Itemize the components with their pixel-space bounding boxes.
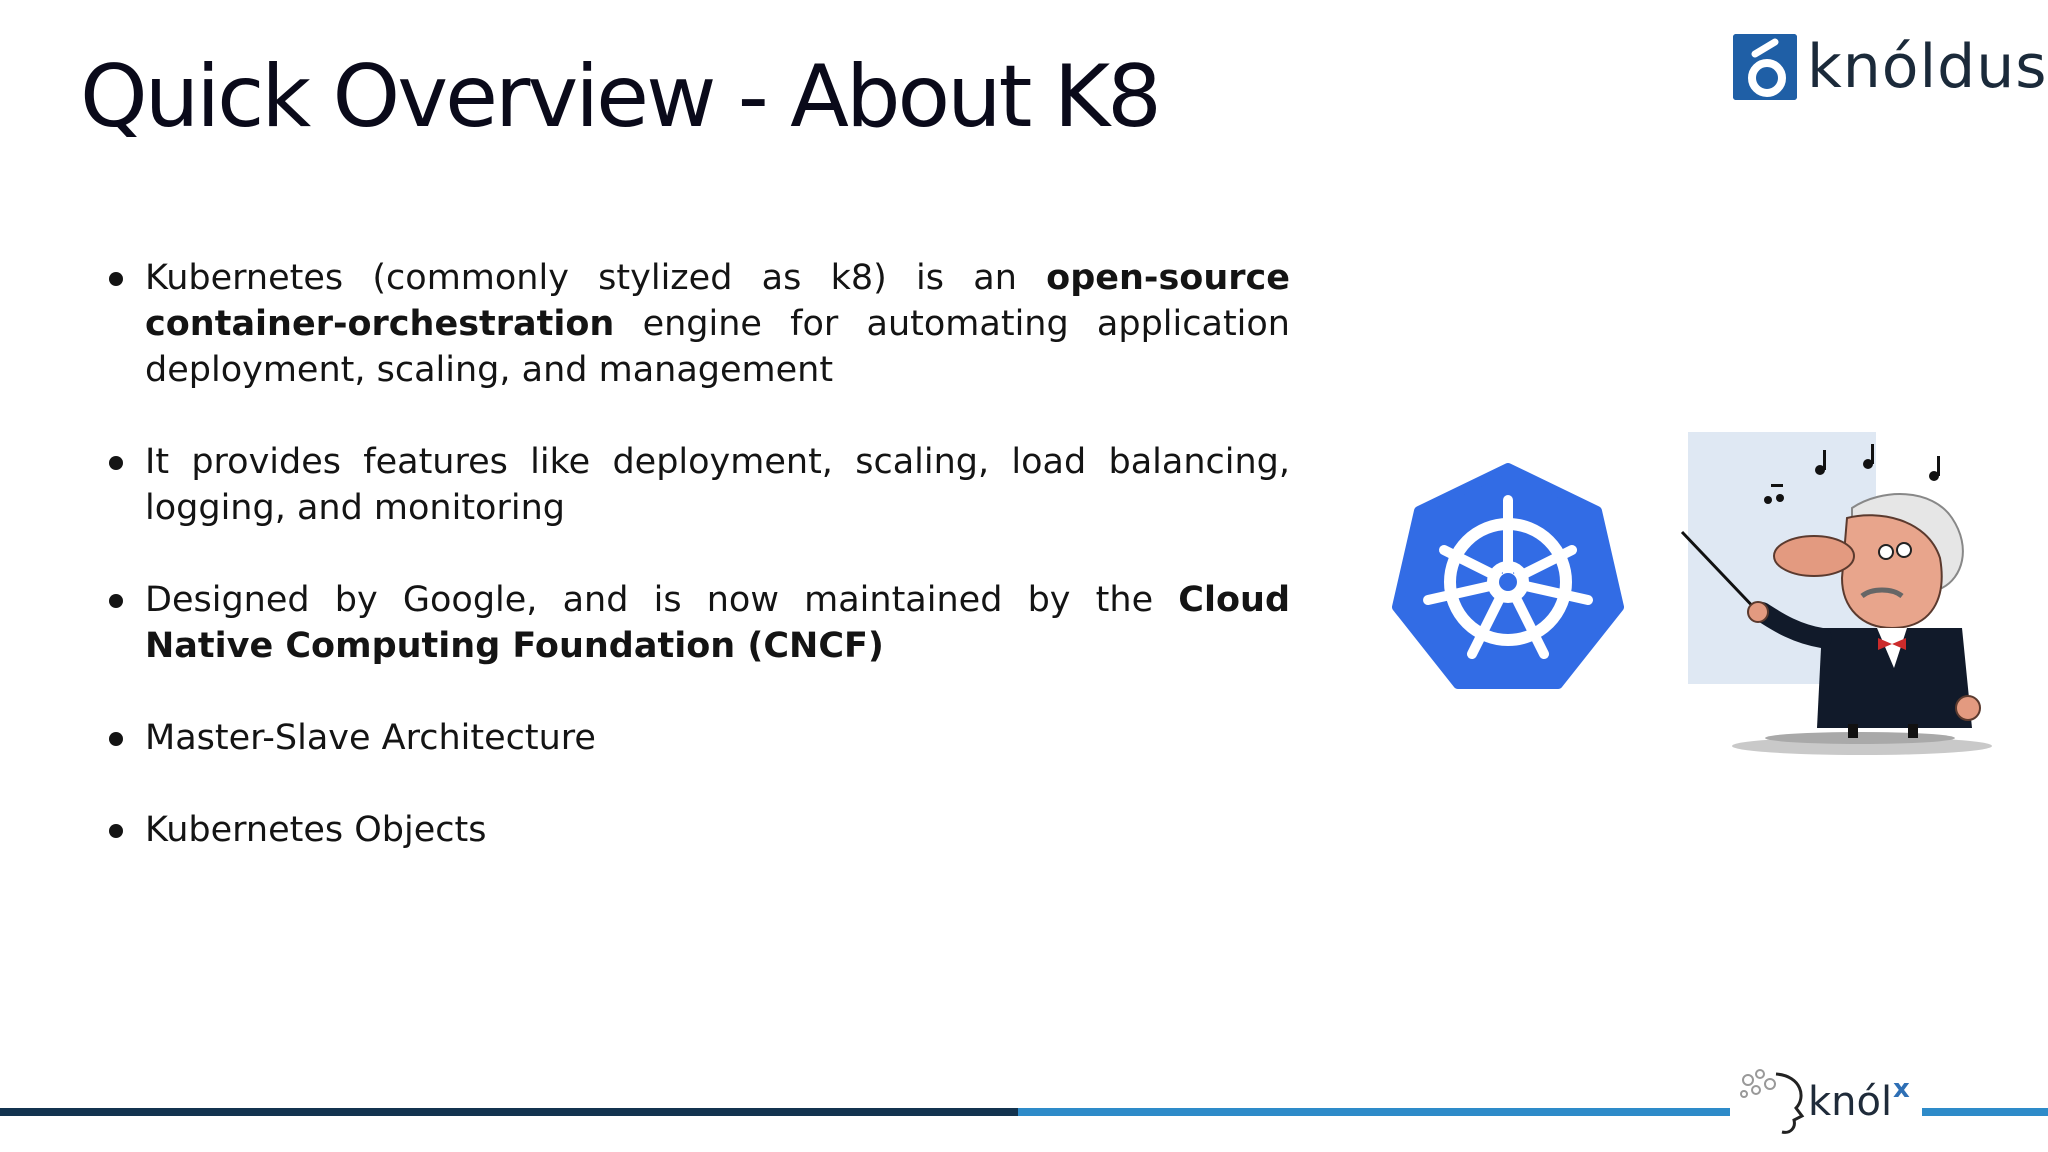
bullet-text-bold: open-source container-orchestration (145, 258, 1290, 344)
bullet-item: Kubernetes Objects (105, 807, 1290, 853)
bullet-text: Designed by Google, and is now maintaine… (145, 580, 1179, 620)
bullet-dot-icon (109, 732, 123, 746)
kubernetes-wheel-icon (1392, 463, 1624, 689)
bullet-dot-icon (109, 824, 123, 838)
bullet-item: Designed by Google, and is now maintaine… (105, 577, 1290, 669)
knoldus-logo: knóldus (1733, 34, 2048, 100)
bullet-list: Kubernetes (commonly stylized as k8) is … (105, 255, 1290, 899)
knolx-superscript: x (1893, 1074, 1910, 1104)
footer-bar-dark (0, 1108, 1018, 1116)
bullet-text: Kubernetes (commonly stylized as k8) is … (145, 258, 1047, 298)
knolx-wordmark: knól (1808, 1079, 1893, 1125)
knoldus-mark-icon (1733, 34, 1797, 100)
knoldus-wordmark: knóldus (1807, 32, 2048, 102)
bullet-text: Master-Slave Architecture (145, 718, 596, 758)
slide-title: Quick Overview - About K8 (80, 47, 1162, 147)
bullet-item: It provides features like deployment, sc… (105, 439, 1290, 531)
bullet-item: Kubernetes (commonly stylized as k8) is … (105, 255, 1290, 393)
bullet-text: Kubernetes Objects (145, 810, 487, 850)
footer-bar-light (1018, 1108, 1730, 1116)
bullet-text: It provides features like deployment, sc… (145, 442, 1290, 528)
bullet-text-bold: Cloud Native Computing Foundation (CNCF) (145, 580, 1290, 666)
bullet-text: engine for automating application deploy… (145, 304, 1290, 390)
bullet-dot-icon (109, 594, 123, 608)
knolx-head-icon (1740, 1069, 1805, 1134)
conductor-illustration (1680, 432, 1992, 755)
bullet-item: Master-Slave Architecture (105, 715, 1290, 761)
footer-bar-light-right (1922, 1108, 2048, 1116)
bullet-dot-icon (109, 272, 123, 286)
bullet-dot-icon (109, 456, 123, 470)
